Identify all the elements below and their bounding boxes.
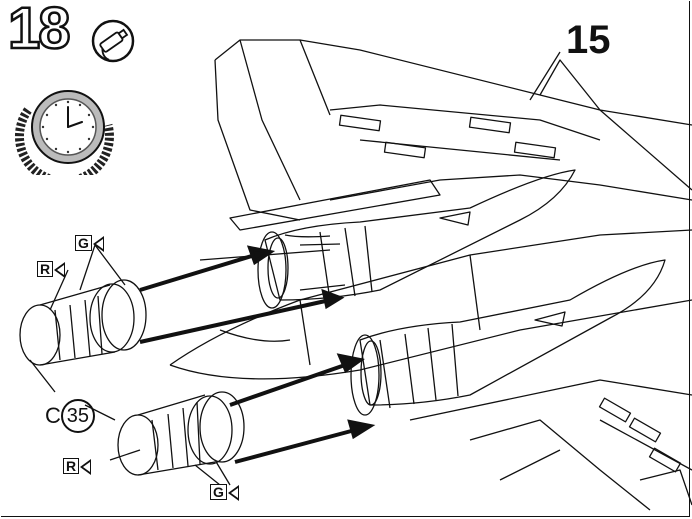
- cement-tube-icon: [91, 19, 135, 63]
- pointer-icon: [92, 236, 104, 253]
- pointer-icon: [80, 459, 92, 476]
- pointer-icon: [54, 262, 66, 279]
- assembly-reference-number: 15: [566, 18, 611, 62]
- color-tag-g-lower: G: [210, 484, 239, 502]
- color-code-r: R: [63, 458, 80, 474]
- color-code-g: G: [75, 235, 92, 251]
- color-tag-r-lower: R: [63, 458, 92, 476]
- color-tag-g-upper: G: [75, 235, 104, 253]
- color-tag-r-upper: R: [37, 261, 66, 279]
- pointer-icon: [227, 485, 239, 502]
- color-code-r: R: [37, 261, 54, 277]
- drying-time-clock-icon: [14, 90, 114, 175]
- color-code-g: G: [210, 484, 227, 500]
- step-number: 18: [7, 0, 72, 61]
- part-number: 35: [60, 399, 95, 433]
- part-letter: C: [45, 403, 61, 428]
